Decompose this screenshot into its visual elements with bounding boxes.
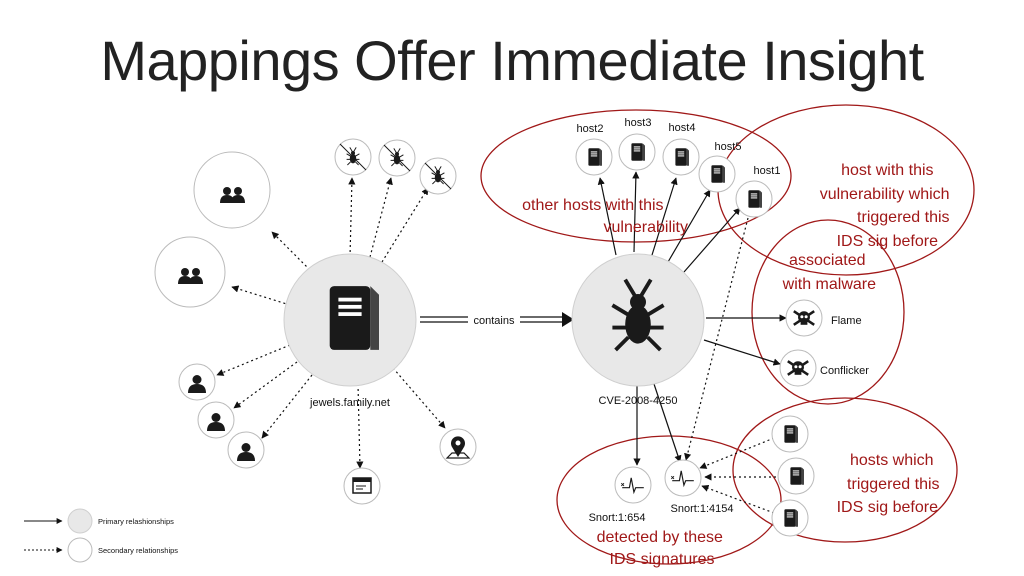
host-label: host1 [754, 165, 781, 177]
other-hosts-ellipse [480, 109, 792, 243]
host-node-host4[interactable] [662, 138, 700, 176]
host-label: host2 [577, 123, 604, 135]
malware-label: Conflicker [820, 365, 869, 377]
blocked-bug-node[interactable] [334, 138, 372, 176]
server-label: jewels.family.net [309, 397, 390, 409]
server-icon [588, 148, 602, 166]
malware-node-flame[interactable] [785, 299, 823, 337]
annotation-other-hosts: other hosts with this vulnerability [522, 197, 688, 236]
vulnerability-node[interactable] [571, 253, 705, 387]
malware-node-conflicker[interactable] [779, 349, 817, 387]
triggered-hosts-ellipse [732, 397, 958, 543]
annotation-associated: associated with malware [782, 252, 876, 293]
server-icon [784, 425, 798, 443]
window-node[interactable] [343, 467, 381, 505]
annotation-detected: detected by these IDS signatures [597, 529, 728, 568]
legend-secondary-label: Secondary relationships [98, 546, 178, 555]
host-label: host4 [669, 122, 696, 134]
triggered-host-node[interactable] [777, 457, 815, 495]
annotation-host-with-vuln: host with this vulnerability which trigg… [820, 162, 954, 250]
user-node[interactable] [178, 363, 216, 401]
host-label: host5 [715, 141, 742, 153]
legend-primary-swatch [67, 508, 93, 534]
server-icon [631, 143, 645, 161]
legend-primary-label: Primary relashionships [98, 517, 174, 526]
server-icon [675, 148, 689, 166]
group-node[interactable] [193, 151, 271, 229]
host-node-host2[interactable] [575, 138, 613, 176]
host-node-host1[interactable] [735, 180, 773, 218]
host-label: host3 [625, 117, 652, 129]
browser-window-icon [352, 477, 372, 494]
map-pin-icon [445, 436, 471, 459]
signature-node-4154[interactable] [664, 459, 702, 497]
user-node[interactable] [227, 431, 265, 469]
detected-ellipse [556, 435, 782, 565]
location-node[interactable] [439, 428, 477, 466]
server-icon [711, 165, 725, 183]
triggered-host-node[interactable] [771, 415, 809, 453]
server-icon [784, 509, 798, 527]
malware-ellipse [751, 219, 905, 405]
server-icon [329, 286, 379, 350]
server-icon [790, 467, 804, 485]
group-node[interactable] [154, 236, 226, 308]
host-node-host5[interactable] [698, 155, 736, 193]
blocked-bug-node[interactable] [378, 139, 416, 177]
triggered-host-node[interactable] [771, 499, 809, 537]
host-node-host3[interactable] [618, 133, 656, 171]
server-icon [748, 190, 762, 208]
vulnerability-label: CVE-2008-4250 [599, 395, 678, 407]
malware-label: Flame [831, 315, 862, 327]
signature-node-654[interactable] [614, 466, 652, 504]
server-node[interactable] [283, 253, 417, 387]
contains-label: contains [474, 315, 515, 327]
legend: Primary relashionships Secondary relatio… [24, 508, 178, 563]
slide-title: Mappings Offer Immediate Insight [100, 29, 924, 92]
signature-label: Snort:1:4154 [671, 503, 734, 515]
annotation-hosts-triggered: hosts which triggered this IDS sig befor… [837, 452, 944, 516]
blocked-bug-node[interactable] [419, 157, 457, 195]
legend-secondary-swatch [67, 537, 93, 563]
user-node[interactable] [197, 401, 235, 439]
signature-label: Snort:1:654 [589, 512, 646, 524]
